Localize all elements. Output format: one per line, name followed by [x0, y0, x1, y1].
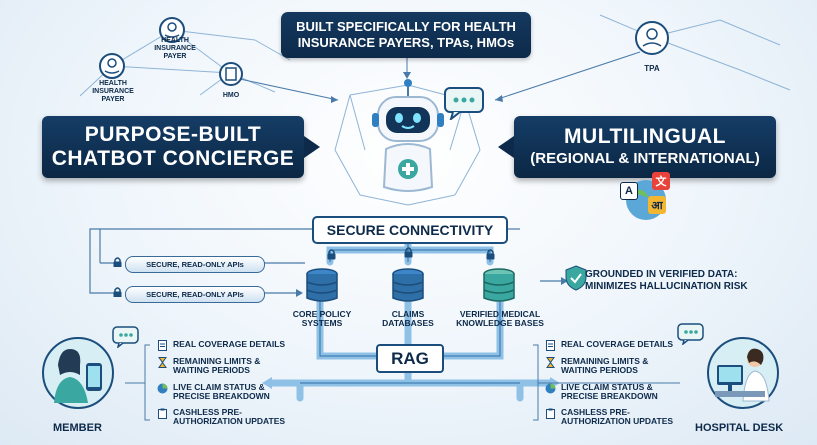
glyph-a: A: [620, 182, 638, 200]
right-feature-1: REAL COVERAGE DETAILS: [545, 340, 681, 351]
shield-check-icon: [565, 265, 587, 291]
payer-icon-2: [99, 53, 125, 79]
left-feature-4: CASHLESS PRE-AUTHORIZATION UPDATES: [157, 408, 288, 426]
pie-chart-icon: [545, 383, 556, 394]
left-feature-4-text: CASHLESS PRE-AUTHORIZATION UPDATES: [173, 407, 286, 426]
database-icon: [483, 268, 515, 302]
left-banner-line-2: CHATBOT CONCIERGE: [51, 147, 295, 170]
tpa-label: TPA: [644, 64, 660, 73]
lock-icon: [327, 249, 336, 260]
right-feature-2: REMAINING LIMITS & WAITING PERIODS: [545, 357, 661, 375]
right-feature-3-text: LIVE CLAIM STATUS & PRECISE BREAKDOWN: [561, 382, 658, 401]
rag-box: RAG: [376, 344, 444, 373]
clipboard-icon: [158, 408, 167, 419]
left-feature-1-text: REAL COVERAGE DETAILS: [173, 339, 286, 349]
header-line-2: INSURANCE PAYERS, TPAs, HMOs: [297, 35, 515, 50]
left-feature-1: REAL COVERAGE DETAILS: [157, 340, 293, 351]
lock-icon: [404, 247, 413, 258]
header-line-1: BUILT SPECIFICALLY FOR HEALTH: [296, 19, 516, 34]
grounded-line-2: MINIMIZES HALLUCINATION RISK: [585, 281, 748, 292]
chat-bubble-icon: [677, 323, 704, 345]
lock-icon: [113, 287, 122, 297]
left-feature-2: REMAINING LIMITS & WAITING PERIODS: [157, 357, 273, 375]
document-icon: [158, 340, 167, 351]
right-banner-line-2: (REGIONAL & INTERNATIONAL): [530, 150, 760, 167]
right-feature-3: LIVE CLAIM STATUS & PRECISE BREAKDOWN: [545, 383, 671, 401]
member-label: MEMBER: [53, 422, 102, 434]
document-icon: [546, 340, 555, 351]
payer-label-2: HEALTH INSURANCE PAYER: [92, 80, 134, 103]
api-pill-2: SECURE, READ-ONLY APIs: [125, 286, 265, 303]
database-icon: [306, 268, 338, 302]
chatbot-concierge-banner: PURPOSE-BUILT CHATBOT CONCIERGE: [42, 116, 304, 178]
hospital-desk-avatar: [707, 337, 779, 409]
db-label-medical: VERIFIED MEDICAL KNOWLEDGE BASES: [456, 309, 544, 328]
left-banner-line-1: PURPOSE-BUILT: [84, 123, 262, 146]
hospital-desk-label: HOSPITAL DESK: [695, 422, 784, 434]
secure-connectivity-title: SECURE CONNECTIVITY: [312, 216, 508, 244]
grounded-line-1: GROUNDED IN VERIFIED DATA:: [585, 269, 738, 280]
lock-icon: [113, 257, 122, 267]
payer-icon-1: [159, 17, 185, 43]
grounded-note: GROUNDED IN VERIFIED DATA: MINIMIZES HAL…: [585, 269, 748, 293]
pie-chart-icon: [157, 383, 168, 394]
chat-bubble-icon: [444, 87, 484, 120]
left-feature-3: LIVE CLAIM STATUS & PRECISE BREAKDOWN: [157, 383, 283, 401]
tpa-icon: [635, 21, 669, 55]
db-label-claims: CLAIMS DATABASES: [382, 309, 434, 328]
arrow-left-icon: [498, 136, 514, 158]
right-feature-4-text: CASHLESS PRE-AUTHORIZATION UPDATES: [561, 407, 674, 426]
hourglass-icon: [158, 357, 167, 368]
member-avatar: [42, 337, 114, 409]
clipboard-icon: [546, 408, 555, 419]
translate-icon: A 文 आ: [618, 172, 674, 222]
robot-icon: [372, 79, 444, 192]
glyph-b: 文: [652, 172, 670, 190]
right-feature-2-text: REMAINING LIMITS & WAITING PERIODS: [561, 356, 649, 375]
header-banner: BUILT SPECIFICALLY FOR HEALTH INSURANCE …: [281, 12, 531, 58]
left-feature-3-text: LIVE CLAIM STATUS & PRECISE BREAKDOWN: [173, 382, 270, 401]
hmo-icon: [219, 62, 243, 86]
hourglass-icon: [546, 357, 555, 368]
hmo-label: HMO: [222, 92, 240, 99]
left-feature-2-text: REMAINING LIMITS & WAITING PERIODS: [173, 356, 261, 375]
lock-icon: [486, 249, 495, 260]
database-icon: [392, 268, 424, 302]
arrow-right-icon: [304, 136, 320, 158]
glyph-c: आ: [648, 196, 666, 214]
multilingual-banner: MULTILINGUAL (REGIONAL & INTERNATIONAL): [514, 116, 776, 178]
right-feature-4: CASHLESS PRE-AUTHORIZATION UPDATES: [545, 408, 676, 426]
right-feature-1-text: REAL COVERAGE DETAILS: [561, 339, 674, 349]
payer-label-1: HEALTH INSURANCE PAYER: [154, 37, 196, 60]
right-banner-line-1: MULTILINGUAL: [564, 125, 726, 148]
api-pill-1: SECURE, READ-ONLY APIs: [125, 256, 265, 273]
db-label-policy: CORE POLICY SYSTEMS: [292, 309, 352, 328]
chat-bubble-icon: [112, 326, 139, 348]
